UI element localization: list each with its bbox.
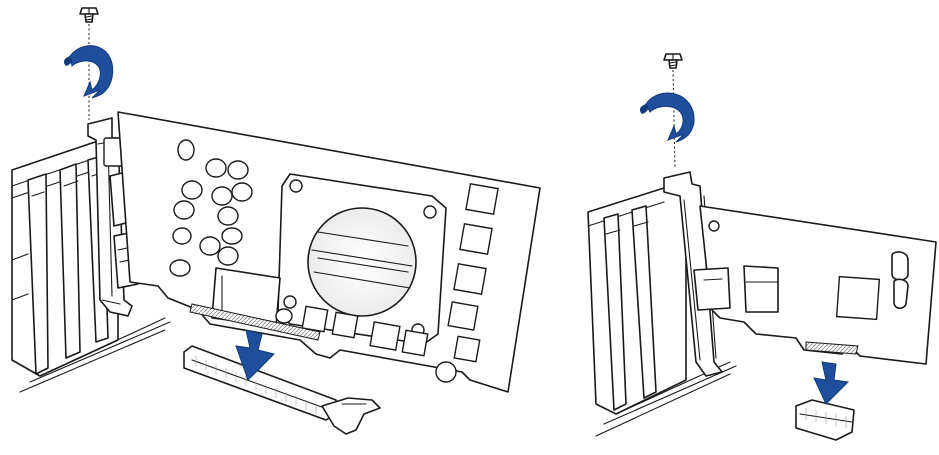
slot-latch (321, 397, 381, 435)
screw-icon (79, 7, 99, 120)
graphics-card (117, 111, 541, 393)
card-port-2 (743, 265, 779, 313)
rotate-arrow-icon (63, 45, 114, 99)
capacitors (169, 139, 253, 277)
card-port-1 (693, 267, 731, 311)
pcie-x1-slot (795, 399, 855, 441)
card-component (891, 251, 909, 281)
expansion-card (693, 205, 937, 365)
rotate-arrow-icon (639, 92, 695, 143)
screw-icon (663, 53, 683, 169)
controller-chip (835, 275, 881, 321)
chassis-right (587, 187, 737, 437)
gpu-heatsink (277, 173, 447, 345)
pcie-x16-slot (183, 345, 381, 435)
gold-fingers-left (189, 303, 321, 341)
gold-fingers-right (805, 341, 859, 355)
left-panel (11, 7, 541, 435)
gpu-fan (307, 207, 417, 317)
insert-arrow-icon (235, 329, 275, 381)
right-panel (587, 53, 937, 441)
insert-arrow-icon (813, 361, 850, 405)
memory-chips (301, 182, 499, 363)
